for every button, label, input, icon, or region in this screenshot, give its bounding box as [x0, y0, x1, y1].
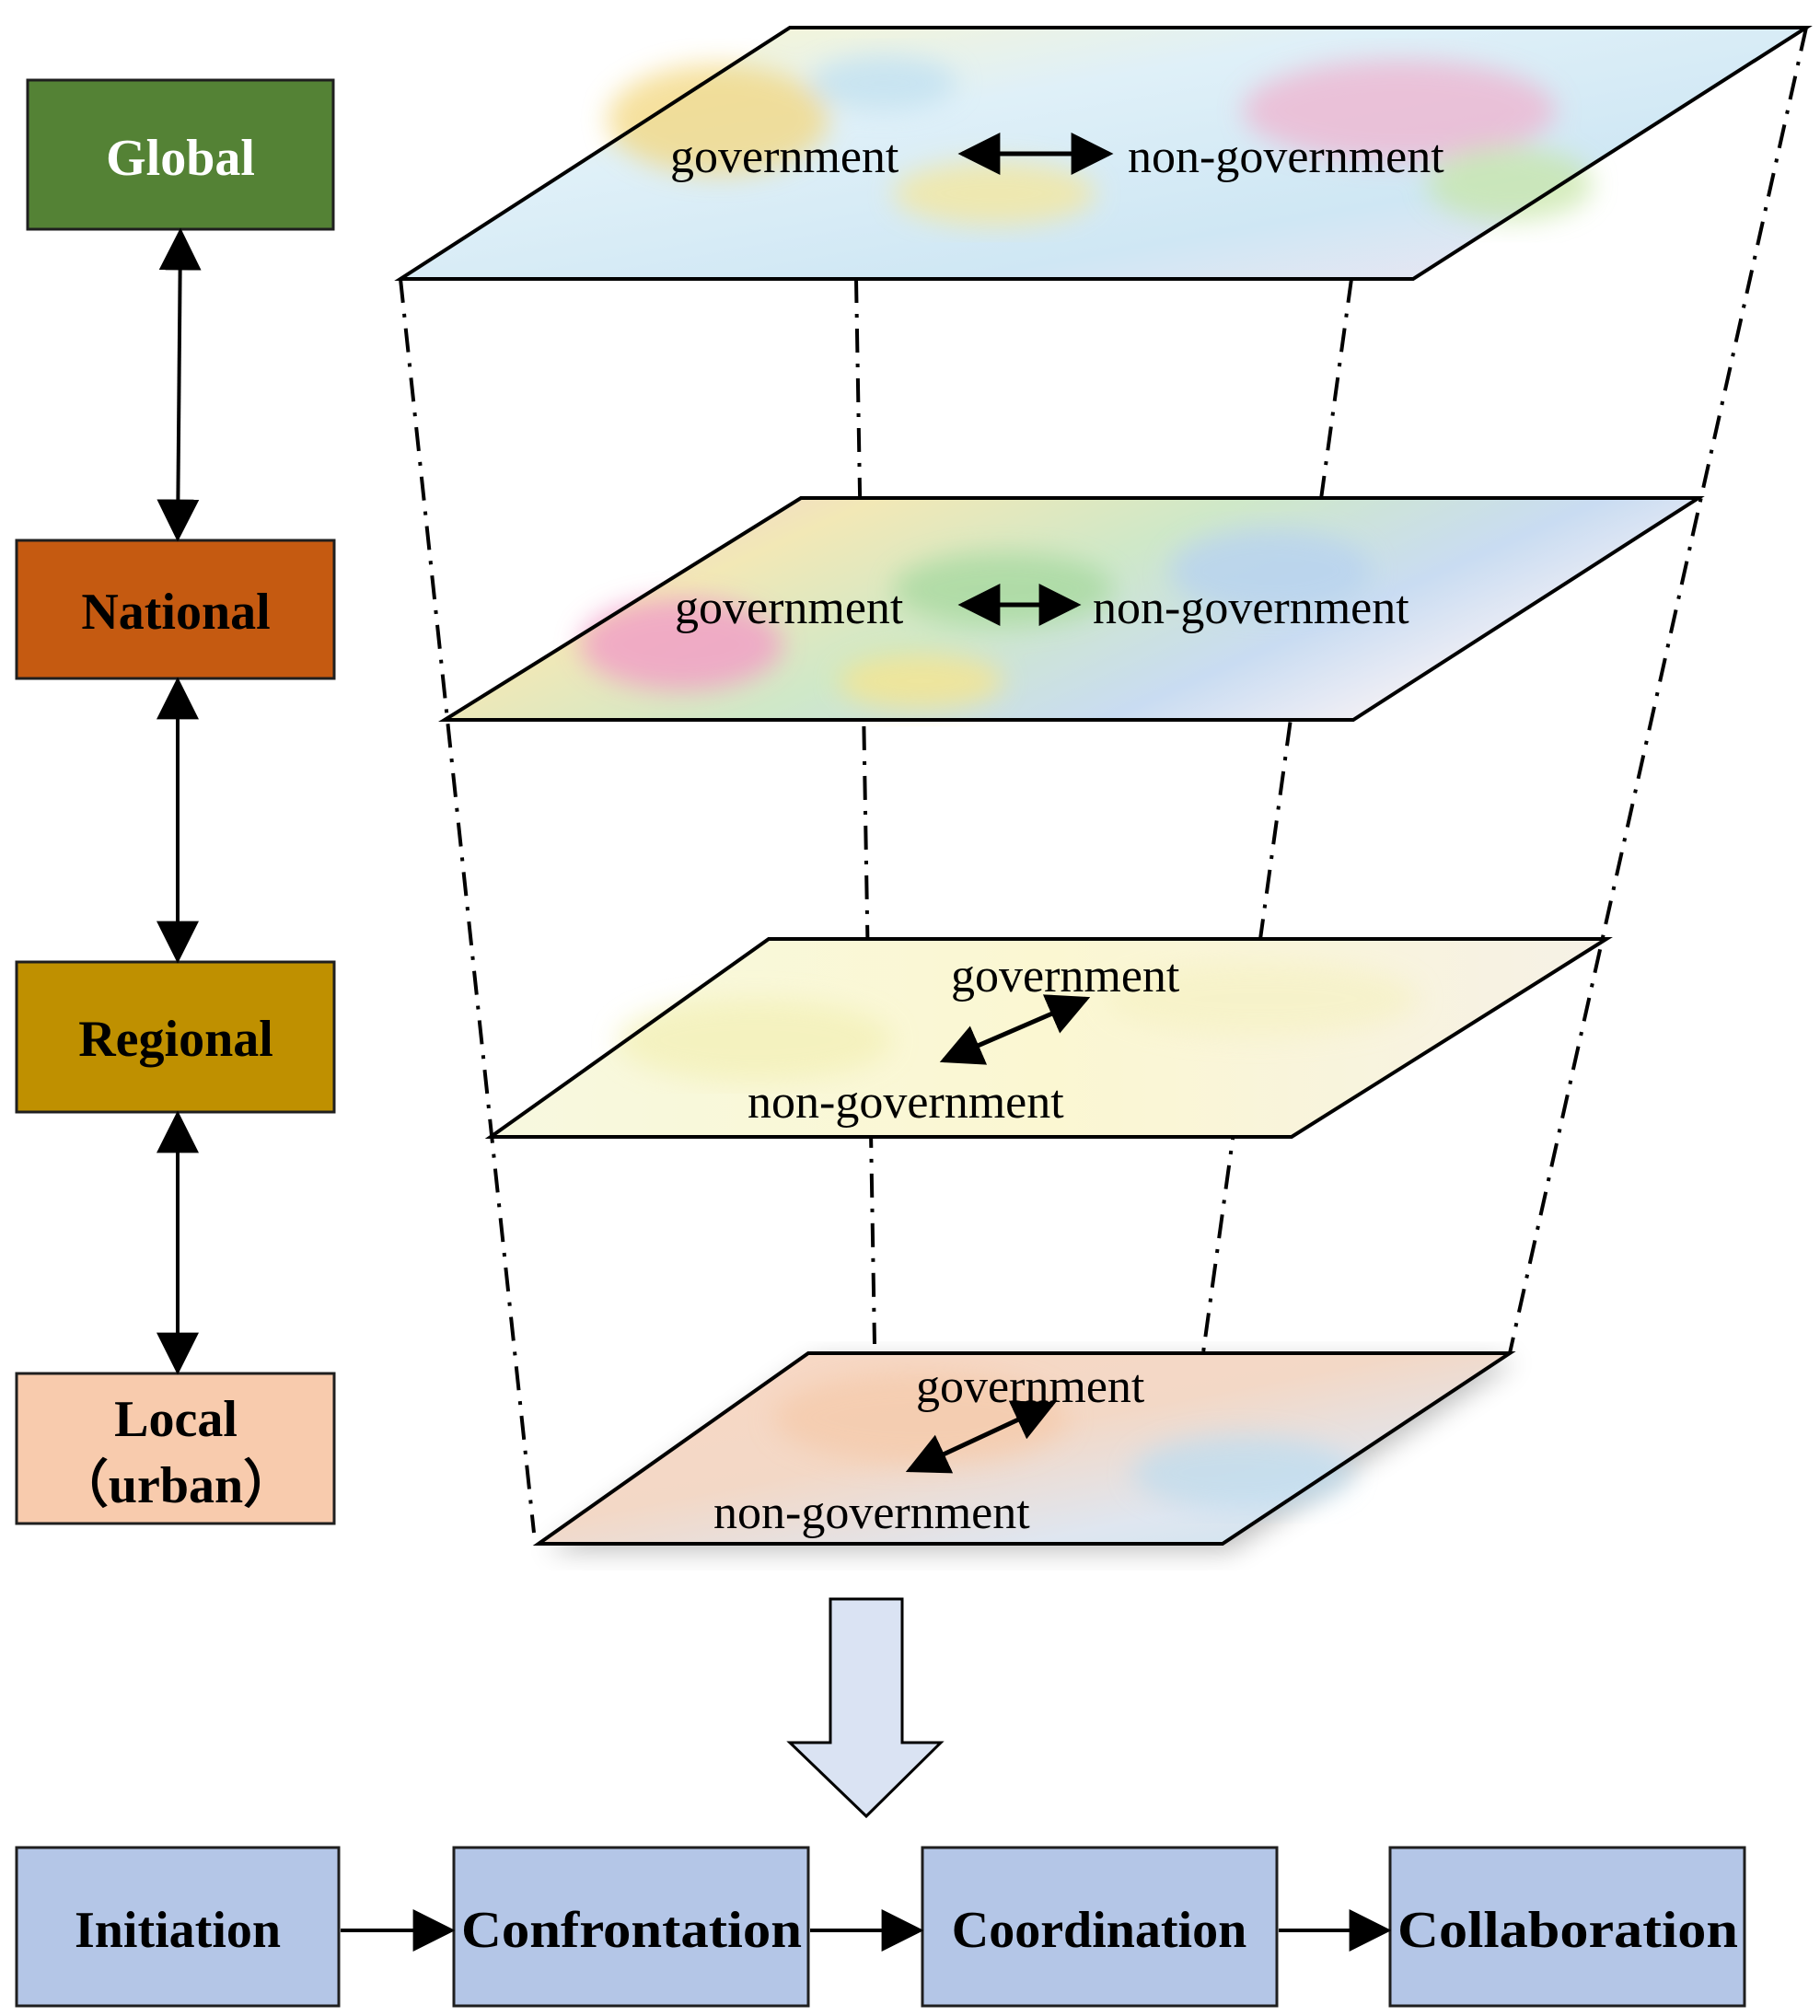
- process-box-collaboration: [1388, 1846, 1746, 2008]
- level-arrow-global-national: [156, 227, 202, 542]
- process-box-confrontation: [452, 1846, 810, 2008]
- level-box-regional: [15, 960, 336, 1114]
- process-label-initiation: Initiation: [75, 1902, 281, 1959]
- level-label-local: Local: [114, 1391, 238, 1448]
- plane-local-nongov-label: non-government: [713, 1487, 1030, 1539]
- process-label-collaboration: Collaboration: [1397, 1902, 1738, 1959]
- regional-map-texture: [617, 962, 1418, 1082]
- level-label-local-sub: （urban）: [57, 1456, 295, 1514]
- level-stack: Global National Regional Local （urban）: [15, 78, 336, 1525]
- plane-global-nongov-label: non-government: [1128, 131, 1444, 183]
- plane-national: [438, 496, 1705, 722]
- plane-global-gov-label: government: [670, 131, 899, 183]
- big-down-arrow: [786, 1597, 945, 1819]
- plane-national-gov-label: government: [675, 582, 904, 634]
- process-box-initiation: [15, 1846, 341, 2008]
- level-label-global: Global: [106, 130, 255, 187]
- level-label-regional: Regional: [78, 1011, 273, 1068]
- connector-line-left: [399, 278, 536, 1534]
- connector-lines: [399, 27, 1808, 1534]
- level-box-national: [15, 539, 336, 680]
- plane-national-nongov-label: non-government: [1093, 582, 1409, 634]
- plane-regional-gov-label: government: [951, 950, 1180, 1002]
- plane-regional-relation-arrow: [939, 994, 1091, 1065]
- process-box-coordination: [921, 1846, 1279, 2008]
- plane-regional-nongov-label: non-government: [748, 1076, 1064, 1129]
- connector-line-inner-right: [1177, 278, 1353, 1534]
- process-label-confrontation: Confrontation: [461, 1902, 802, 1959]
- plane-local-relation-arrow: [905, 1400, 1057, 1474]
- level-label-national: National: [81, 584, 270, 641]
- plane-labels: government non-government government non…: [670, 131, 1444, 1539]
- process-label-coordination: Coordination: [952, 1902, 1247, 1959]
- level-box-global: [26, 78, 335, 231]
- plane-local-gov-label: government: [916, 1361, 1145, 1413]
- connector-line-right: [1508, 27, 1808, 1354]
- level-box-local: [15, 1372, 336, 1525]
- process-flow: Initiation Confrontation Coordination Co…: [15, 1846, 1746, 2008]
- world-map-texture: [608, 55, 1593, 226]
- connector-line-inner-left: [854, 278, 876, 1345]
